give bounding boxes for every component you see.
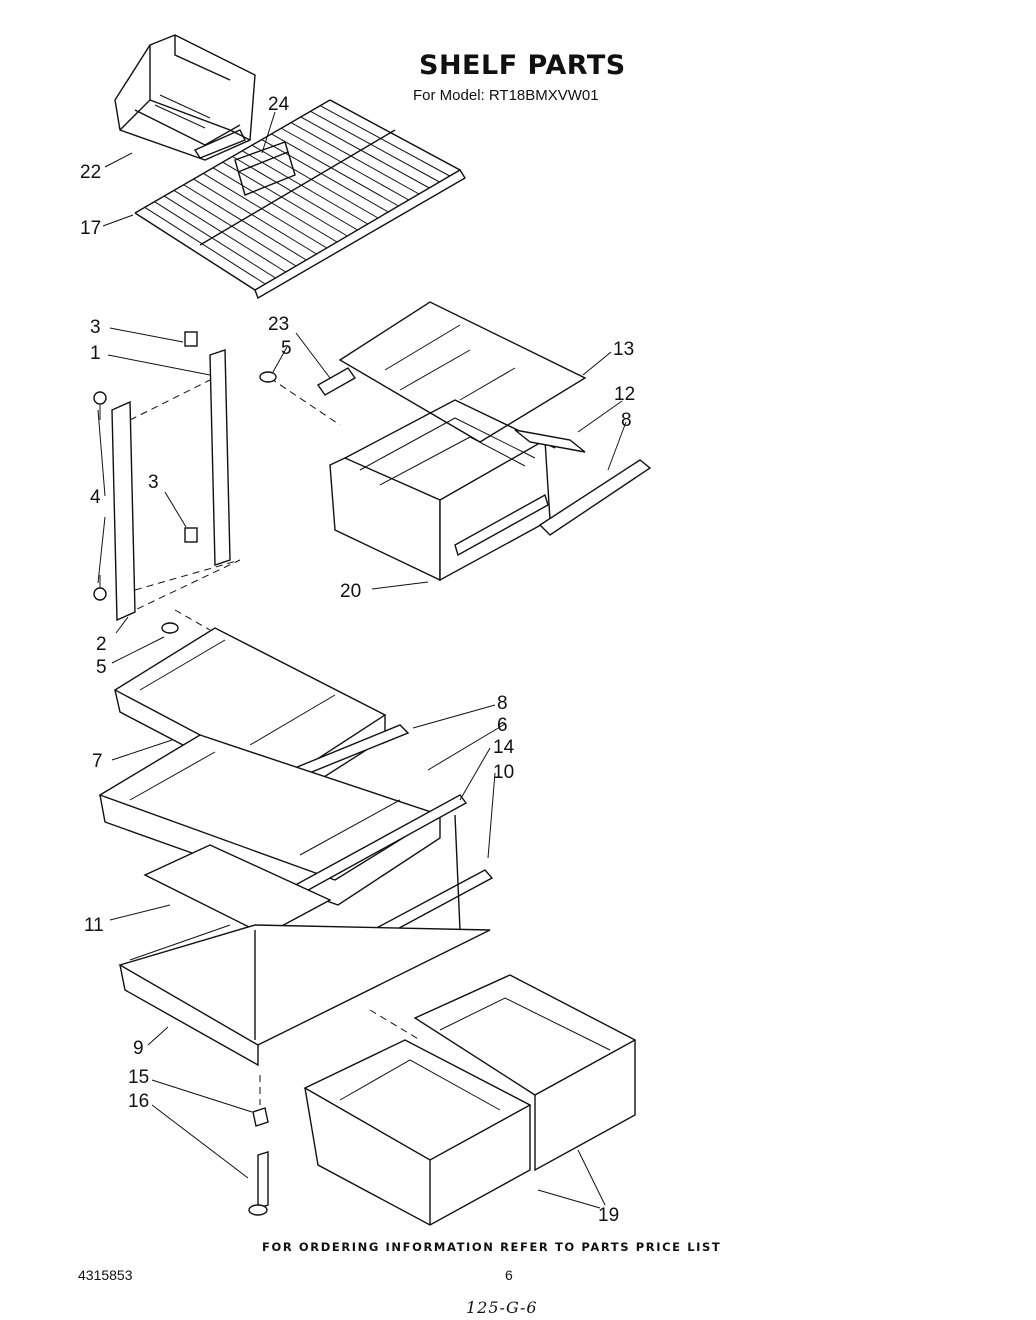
wire-rung [281,127,409,201]
callout-7: 7 [92,751,103,772]
wire-rung [154,201,276,279]
part-20-drawer [329,399,556,582]
callout-5-upper: 5 [281,338,292,359]
wire-rung [329,99,461,171]
wire-rung [300,116,430,189]
wire-rung [212,167,338,243]
callout-13: 13 [613,339,634,360]
callout-19: 19 [598,1205,619,1226]
document-number: 4315853 [78,1267,133,1283]
callout-14: 14 [493,737,515,758]
wire-rung [183,184,307,261]
wire-rung [222,161,348,237]
ordering-note: FOR ORDERING INFORMATION REFER TO PARTS … [262,1240,722,1254]
wire-rung [173,189,297,267]
callout-11: 11 [84,915,104,936]
part-11-glass [143,844,332,936]
callout-9: 9 [133,1038,144,1059]
part-5-screw [161,371,277,634]
part-13-glass-shelf [338,301,587,443]
callout-4: 4 [90,487,101,508]
page-title: SHELF PARTS [419,50,626,81]
wire-rung [251,144,379,219]
part-17-wire-shelf [134,99,466,300]
callout-23: 23 [268,314,289,335]
callout-12: 12 [614,384,635,405]
wire-rung [241,150,369,225]
callout-20: 20 [340,581,361,602]
page-number: 6 [505,1267,513,1283]
part-12-rail [514,429,586,453]
wire-rung [134,212,256,291]
callout-15: 15 [128,1067,149,1088]
callout-1: 1 [90,343,101,364]
wire-rung [144,206,266,285]
callout-24: 24 [268,94,290,115]
part-15-leveler-cap [252,1107,269,1127]
part-1-ladder [209,349,231,566]
callout-8-lower: 8 [497,693,508,714]
wire-rung [320,105,450,177]
part-19-crisper-right [413,974,637,1172]
callout-3-upper: 3 [90,317,101,338]
callout-6: 6 [497,715,508,736]
part-3-support [184,331,198,543]
part-16-leveler-screw [248,1151,269,1216]
part-2-ladder [111,400,136,622]
part-22-bin [114,34,256,161]
wire-rung [271,133,399,207]
handwritten-code: 125-G-6 [466,1298,538,1317]
wire-rung [232,156,358,231]
wire-rung [290,122,420,195]
callout-labels: 22 24 17 3 23 5 1 13 12 8 3 4 20 2 5 8 6… [80,94,635,1226]
wire-rung [202,173,328,249]
callout-3-lower: 3 [148,472,159,493]
part-23-end-cap [316,367,357,396]
callout-8-upper: 8 [621,410,632,431]
part-8-rail-upper [538,459,652,536]
callout-17: 17 [80,218,101,239]
model-line: For Model: RT18BMXVW01 [413,87,599,104]
wire-rung [310,110,440,183]
wire-rung [261,139,389,213]
part-4-bumper [93,391,107,601]
part-9-drawer-cover [118,814,491,1067]
callout-10: 10 [493,762,514,783]
wire-rung [163,195,287,273]
callout-5-lower: 5 [96,657,107,678]
callout-16: 16 [128,1091,149,1112]
callout-2: 2 [96,634,107,655]
callout-22: 22 [80,162,101,183]
wire-rung [193,178,317,255]
leader-lines [97,111,627,1209]
part-19-crisper-left [303,1039,532,1226]
